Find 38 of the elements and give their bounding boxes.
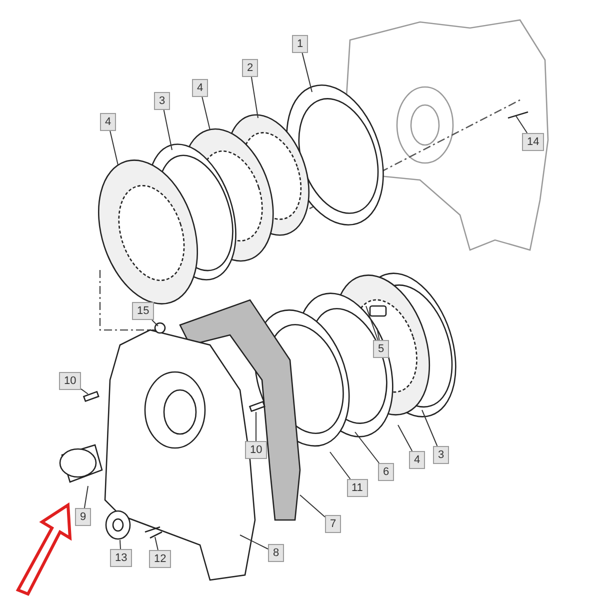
leader-line [202,96,210,130]
callout-number: 7 [325,515,342,533]
leader-line [398,424,413,452]
leader-line [110,130,118,166]
callout-number: 4 [100,113,116,131]
callout-number: 2 [242,59,258,77]
callout-number: 8 [268,544,284,562]
leader-line [154,536,158,550]
leader-line [366,306,378,340]
callout-number: 4 [409,451,426,469]
leader-line [302,52,312,92]
callout-number: 13 [110,549,132,567]
leader-line [250,76,258,118]
leader-line [330,452,351,480]
leader-line [300,494,326,518]
callout-number: 5 [373,340,390,358]
callout-number: 3 [154,92,170,110]
callout-number: 12 [149,550,172,568]
leader-line [240,534,268,550]
callout-number: 4 [192,79,208,97]
callout-number: 14 [522,133,544,151]
leader-line [376,328,380,340]
leader-line [163,110,172,150]
leader-line [84,486,88,508]
callout-number: 11 [346,479,368,497]
leader-line [354,432,380,464]
callout-number: 9 [75,508,92,526]
callout-number: 15 [132,302,154,320]
leader-line [152,320,158,326]
callout-number: 3 [433,446,450,464]
callout-number: 6 [378,463,394,481]
leader-line [80,388,88,394]
callout-number: 10 [245,441,268,459]
callout-number: 10 [59,372,82,390]
callout-number: 1 [292,35,308,53]
leader-line [120,540,121,550]
leader-line [422,410,438,446]
leader-line [516,116,528,134]
